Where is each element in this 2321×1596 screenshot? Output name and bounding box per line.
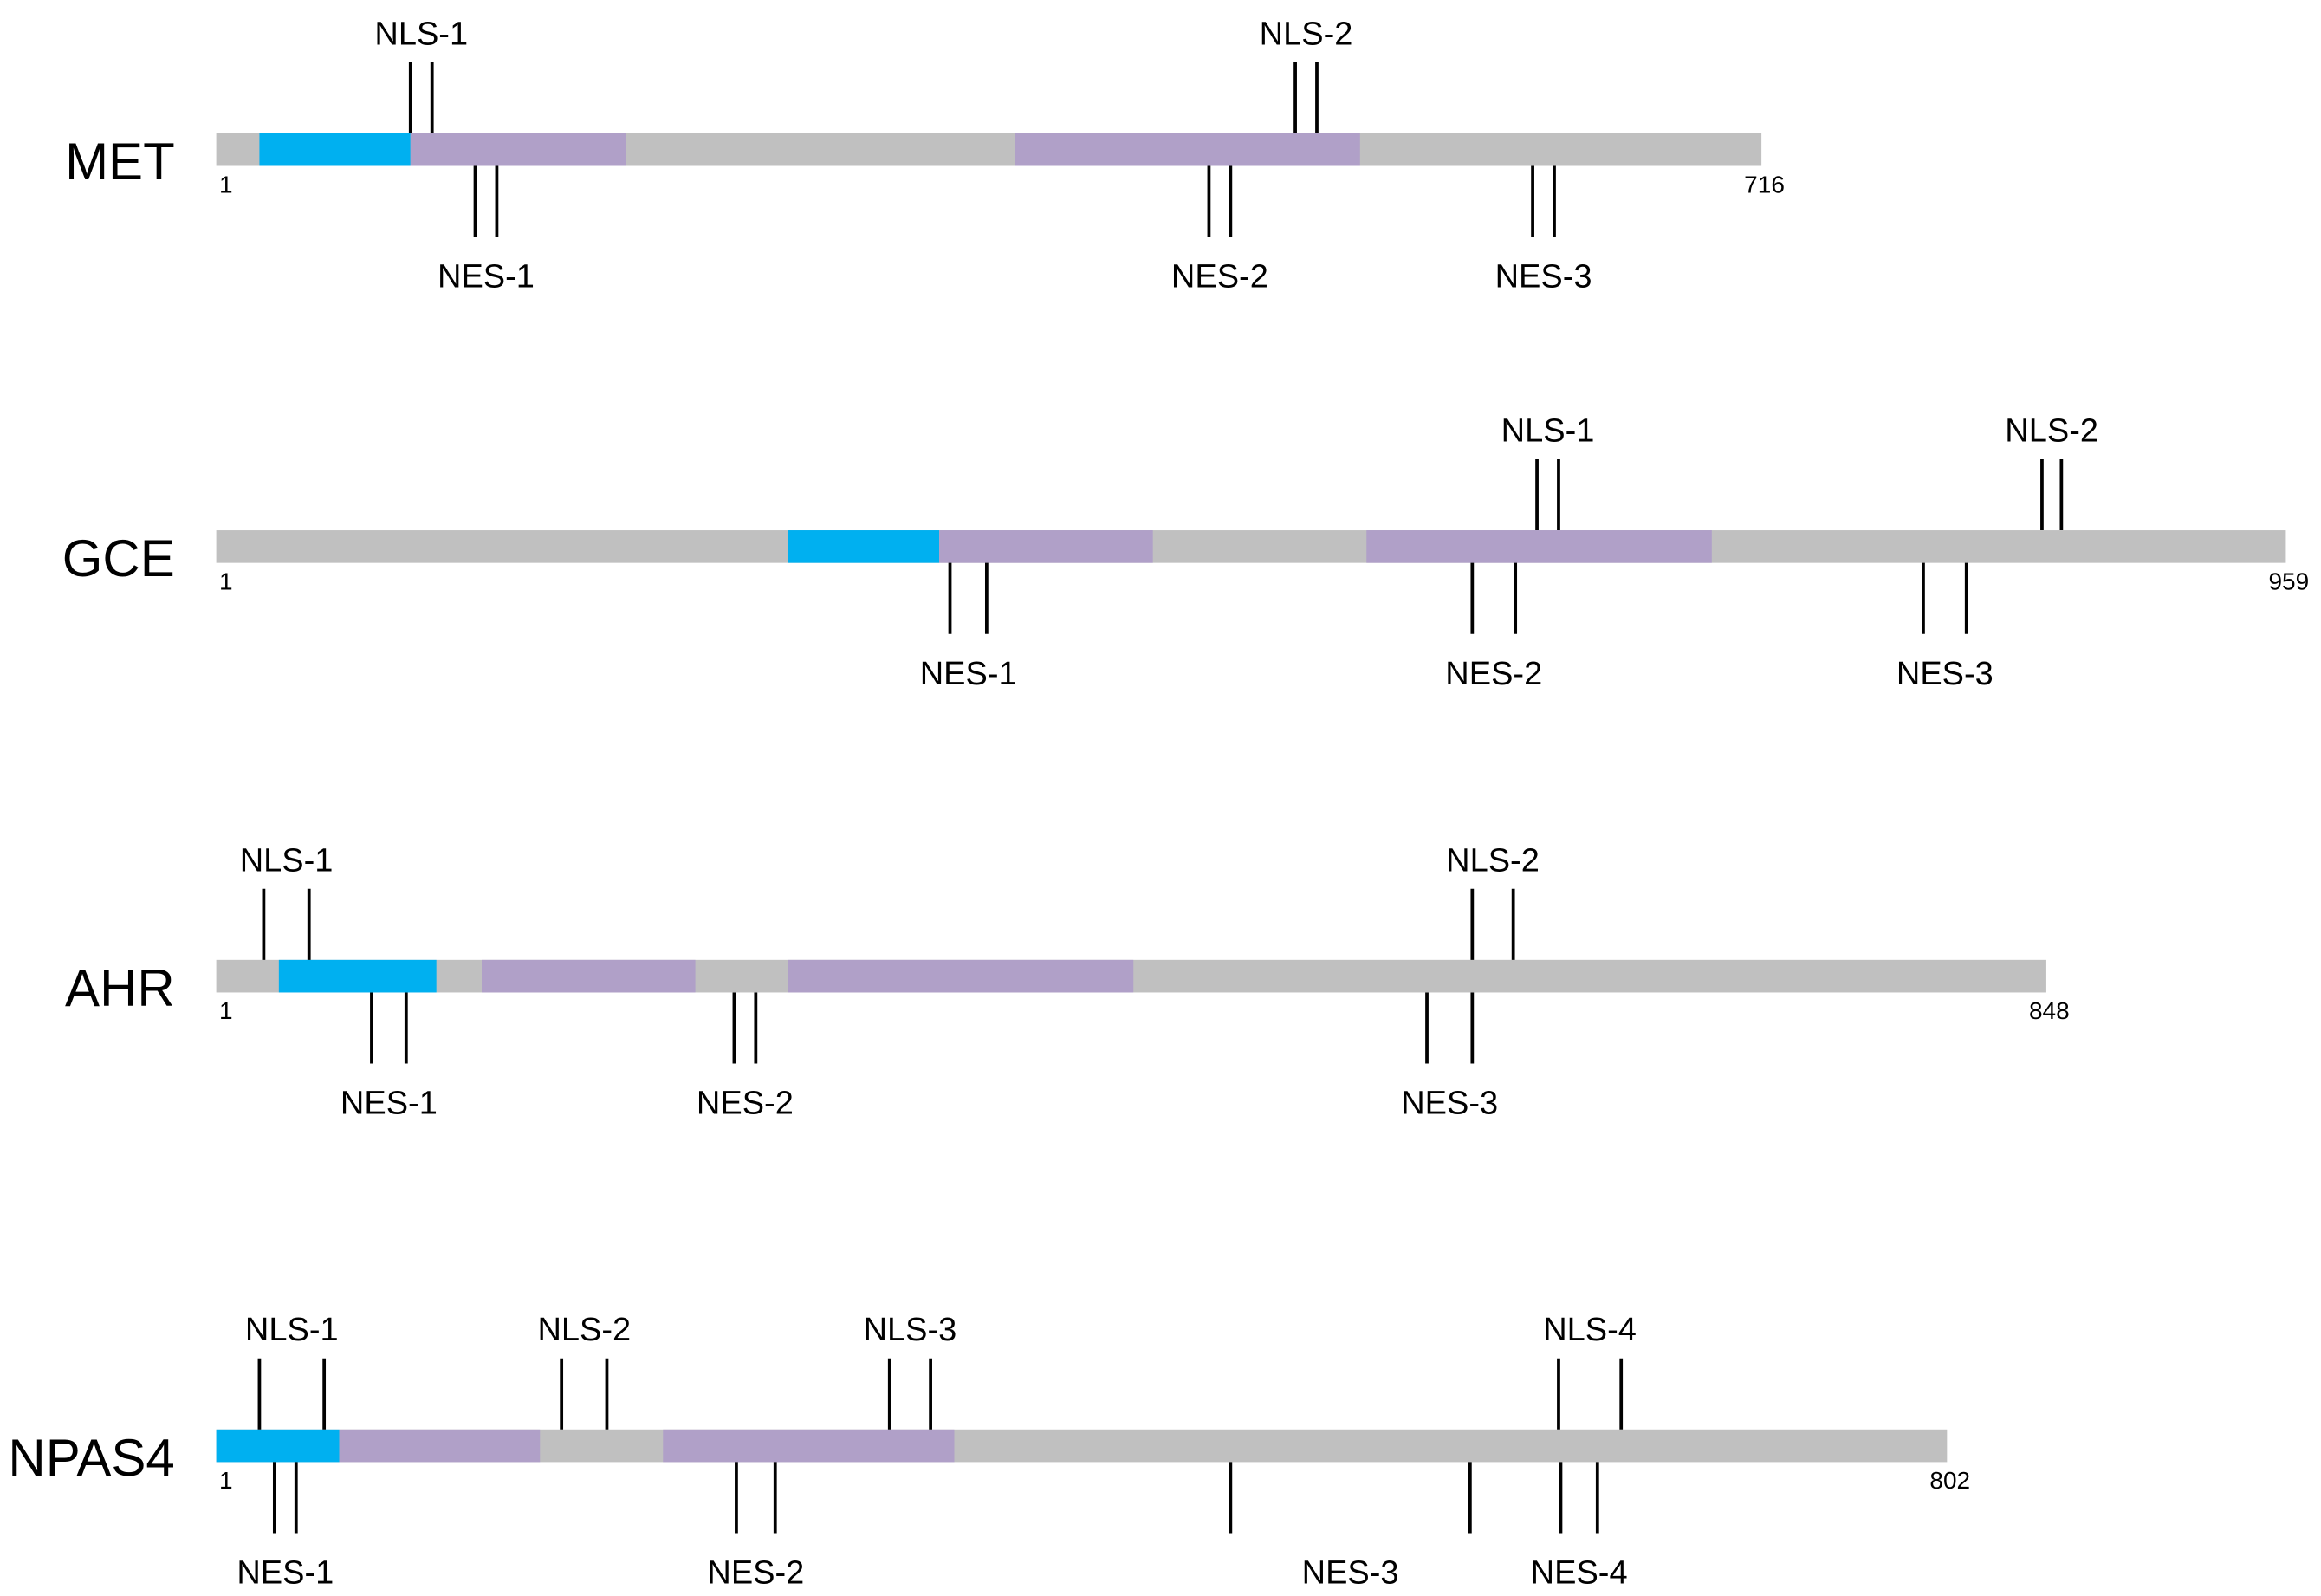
nls-1-label: NLS-1 — [245, 1312, 339, 1348]
nls-2-label: NLS-2 — [1446, 842, 1540, 879]
protein-name: GCE — [62, 529, 175, 587]
nls-1-label: NLS-1 — [374, 16, 468, 52]
end-residue-label: 802 — [1929, 1467, 1970, 1494]
end-residue-label: 848 — [2029, 997, 2070, 1024]
blue-domain — [788, 530, 940, 563]
purple-domain — [339, 1429, 541, 1463]
nls-1-label: NLS-1 — [240, 842, 334, 879]
nes-3-label: NES-3 — [1302, 1555, 1399, 1592]
purple-domain — [788, 959, 1134, 993]
start-residue-label: 1 — [219, 171, 233, 198]
end-residue-label: 959 — [2268, 568, 2309, 594]
nes-3-label: NES-3 — [1495, 259, 1592, 295]
nes-3-label: NES-3 — [1896, 656, 1994, 692]
purple-domain — [1015, 133, 1360, 166]
blue-domain — [278, 959, 437, 993]
start-residue-label: 1 — [219, 997, 233, 1024]
nes-1-label: NES-1 — [920, 656, 1017, 692]
nes-4-label: NES-4 — [1531, 1555, 1628, 1592]
purple-domain — [481, 959, 696, 993]
blue-domain — [216, 1429, 340, 1463]
start-residue-label: 1 — [219, 1467, 233, 1494]
protein-name: MET — [65, 133, 175, 191]
nls-4-label: NLS-4 — [1543, 1312, 1637, 1348]
purple-domain — [1366, 530, 1712, 563]
purple-domain — [663, 1429, 955, 1463]
nls-2-label: NLS-2 — [537, 1312, 631, 1348]
nls-3-label: NLS-3 — [864, 1312, 957, 1348]
backbone-bar — [216, 530, 2286, 563]
protein-name: NPAS4 — [8, 1429, 174, 1487]
nes-2-label: NES-2 — [697, 1086, 794, 1122]
nes-2-label: NES-2 — [1171, 259, 1268, 295]
purple-domain — [410, 133, 626, 166]
nls-2-label: NLS-2 — [2005, 412, 2098, 449]
end-residue-label: 716 — [1744, 171, 1785, 198]
nes-2-label: NES-2 — [1445, 656, 1542, 692]
start-residue-label: 1 — [219, 568, 233, 594]
nes-3-label: NES-3 — [1401, 1086, 1498, 1122]
purple-domain — [939, 530, 1153, 563]
nls-1-label: NLS-1 — [1501, 412, 1595, 449]
blue-domain — [259, 133, 411, 166]
protein-name: AHR — [65, 959, 175, 1017]
nls-2-label: NLS-2 — [1260, 16, 1353, 52]
nes-2-label: NES-2 — [707, 1555, 804, 1592]
nes-1-label: NES-1 — [340, 1086, 438, 1122]
nes-1-label: NES-1 — [237, 1555, 334, 1592]
nes-1-label: NES-1 — [438, 259, 535, 295]
